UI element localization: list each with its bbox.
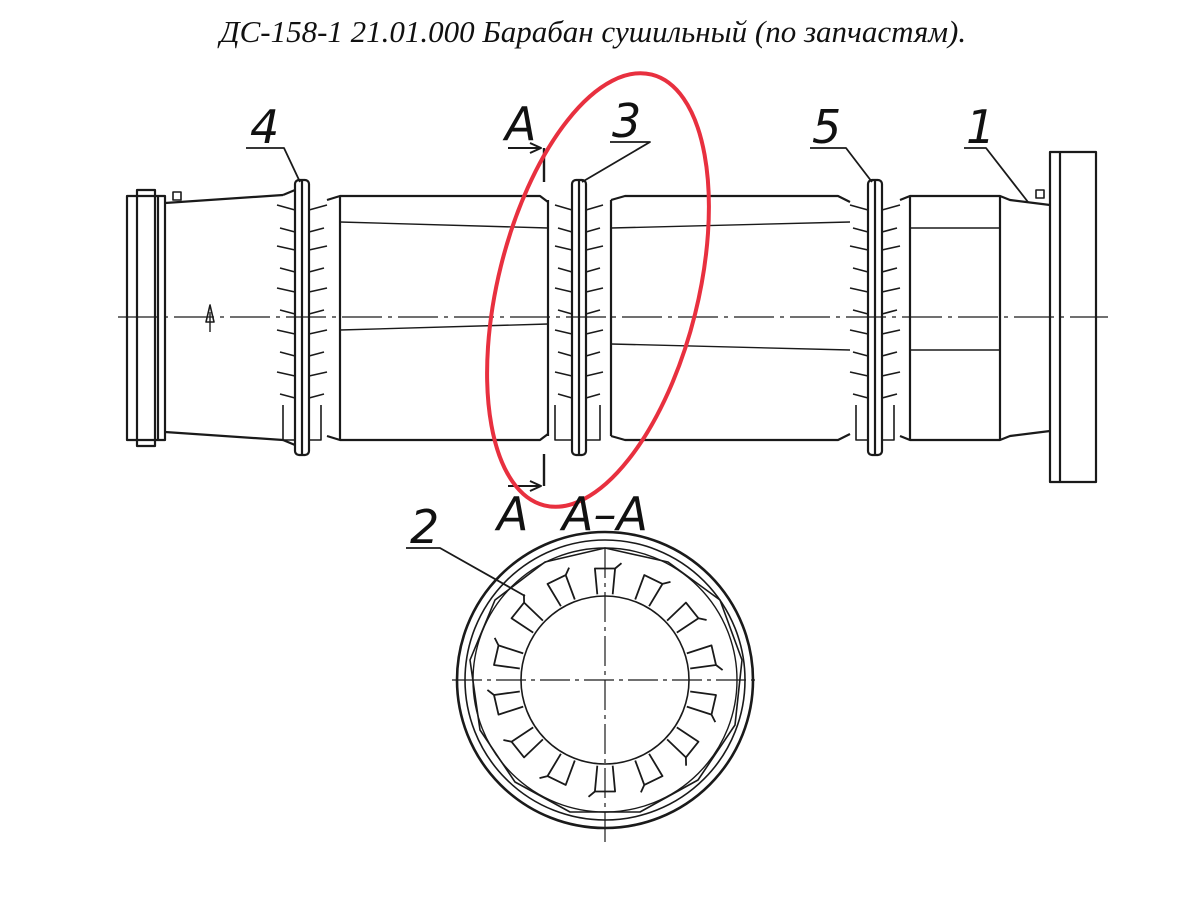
drum-segment-mid-right xyxy=(610,194,851,442)
lifting-blade xyxy=(686,690,717,723)
highlight-ellipse xyxy=(485,71,711,509)
lifting-blade xyxy=(539,753,576,786)
lifting-blade xyxy=(493,637,524,670)
callout-1: 1 xyxy=(966,100,995,154)
callout-2: 2 xyxy=(410,500,439,554)
drum-right-end xyxy=(899,150,1098,484)
lifting-blade xyxy=(587,765,616,798)
callout-3: 3 xyxy=(612,94,641,148)
section-view-label: A–A xyxy=(559,487,648,541)
cross-section-a-a xyxy=(452,530,760,846)
lifting-blade xyxy=(686,644,724,671)
cross-section-blades xyxy=(486,562,724,798)
lifting-blade xyxy=(634,753,664,793)
section-mark-bottom: A xyxy=(494,487,528,541)
tire-middle xyxy=(546,178,613,457)
drum-left-end xyxy=(125,188,284,448)
lifting-blade xyxy=(486,689,524,716)
lifting-blade xyxy=(666,601,707,634)
drawing-title: ДС-158-1 21.01.000 Барабан сушильный (по… xyxy=(219,14,967,49)
lifting-blade xyxy=(666,726,700,766)
callout-4: 4 xyxy=(250,100,279,154)
section-mark-top: A xyxy=(502,97,536,151)
callout-5: 5 xyxy=(812,100,841,154)
lifting-blade xyxy=(546,567,576,607)
drum-segment-mid-left xyxy=(326,194,549,442)
tire-left xyxy=(276,178,328,457)
lifting-blade xyxy=(634,574,671,607)
tire-right xyxy=(849,178,901,457)
lifting-blade xyxy=(594,562,623,595)
lifting-blade xyxy=(503,726,544,759)
lifting-blade xyxy=(510,594,544,634)
